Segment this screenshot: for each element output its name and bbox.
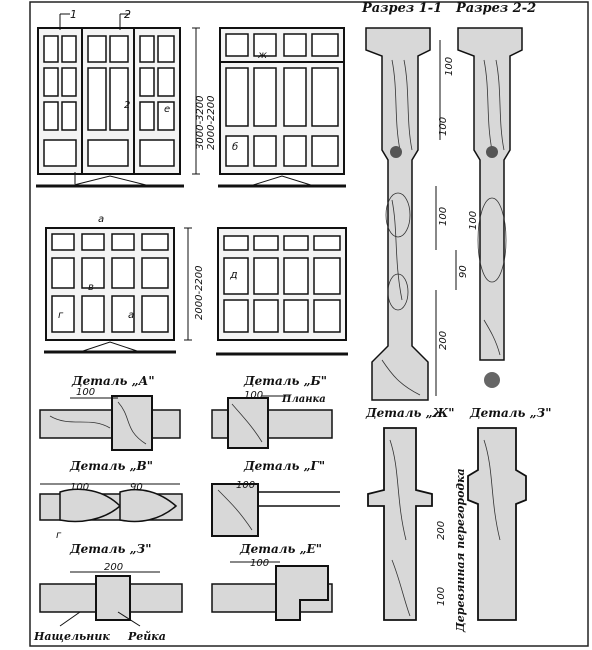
partition-elevation-4 [216,227,348,356]
detail-e-drawing [211,561,333,621]
dim-vertical-1 [192,27,200,175]
marker-1: 1 [70,8,77,21]
detail-b-title: Деталь „Б" [243,374,327,388]
marker-a1: а [98,214,104,225]
detail-v-title: Деталь „В" [69,459,153,473]
detail-g-drawing [211,483,340,537]
dim-100-b: 100 [438,117,449,136]
detail-v-drawing [39,483,183,523]
detail-zh-dim-100: 100 [436,587,447,606]
section-1-1-title: Разрез 1-1 [361,1,442,16]
section-2-2 [457,27,523,388]
detail-g-title: Деталь „Г" [243,459,325,473]
detail-zh-dim-200: 200 [436,521,447,540]
section-1-1 [365,27,431,401]
dim-100-a: 100 [444,57,455,76]
detail-b-drawing [211,395,333,449]
dim-2000-2200-b: 2000-2200 [194,265,205,320]
detail-g-dim-100: 100 [236,480,255,491]
partition-elevation-3 [44,227,176,354]
dim-3000-3200: 3000-3200 [195,95,206,150]
detail-z2-drawing [467,427,527,621]
marker-e: е [164,104,170,115]
marker-d: д [229,268,238,281]
dim-100-c: 100 [438,207,449,226]
marker-2: 2 [124,8,131,21]
label-partition: Деревянная перегородка [454,468,467,633]
marker-b: б [232,141,238,153]
detail-b-dim-100: 100 [244,390,263,401]
label-nashchelnik: Нащельник [33,630,110,643]
detail-v-dim-90: 90 [130,482,143,493]
dim-vertical-3 [184,227,192,341]
detail-a-drawing [39,395,181,451]
detail-a-dim-100: 100 [76,387,95,398]
marker-a2: а [128,310,134,321]
detail-e-title: Деталь „Е" [239,542,322,556]
dim-200-a: 200 [438,331,449,350]
section-2-2-title: Разрез 2-2 [455,1,536,16]
marker-g2: г [56,530,62,541]
dim-100-d: 100 [468,211,479,230]
detail-a-title: Деталь „А" [71,374,155,388]
marker-v: в [88,282,94,293]
detail-zh-title: Деталь „Ж" [365,406,455,420]
section-dims [435,40,457,396]
detail-z-title: Деталь „З" [69,542,151,556]
marker-zh: ж [257,50,267,61]
detail-z2-title: Деталь „З" [469,406,551,420]
dim-90-a: 90 [458,265,469,278]
detail-z-drawing [39,571,183,627]
partition-elevation-2 [218,27,346,188]
label-planka: Планка [281,394,326,405]
marker-2b: 2 [124,100,130,111]
label-reika: Рейка [127,630,166,643]
dim-2000-2200-a: 2000-2200 [206,95,217,150]
detail-e-dim-100: 100 [250,558,269,569]
detail-zh-drawing [367,427,433,621]
marker-g: г [58,310,64,321]
detail-v-dim-100: 100 [70,482,89,493]
detail-z-dim-200: 200 [104,562,123,573]
partition-elevation-1 [36,13,184,188]
